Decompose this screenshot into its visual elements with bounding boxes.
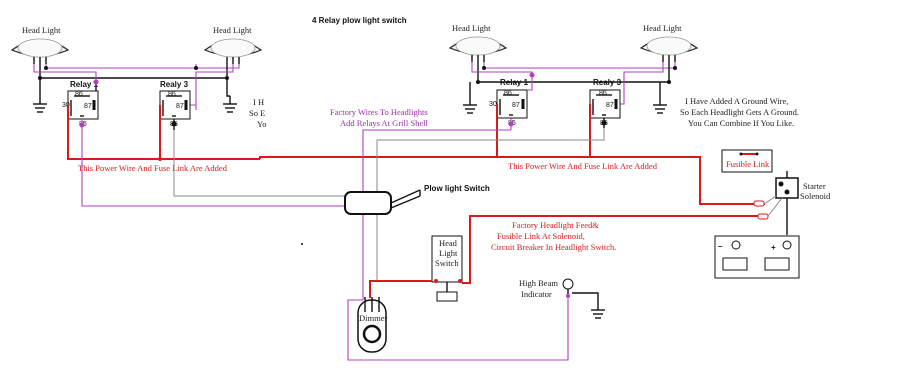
relay-wiring-left (79, 79, 197, 132)
head-switch-label-3: Switch (435, 258, 459, 268)
headlight-wiring-right (471, 62, 677, 105)
pin-87-right-3: 87 (606, 102, 614, 109)
relay-right-3 (589, 89, 621, 119)
high-beam-indicator (562, 278, 605, 319)
relay-left-1 (67, 90, 99, 120)
headlight-label-right-inner: Head Light (643, 23, 682, 33)
relay-wiring-right (508, 72, 607, 130)
note-power-right: This Power Wire And Fuse Link Are Added (508, 161, 658, 171)
note-feed-2: Fusible Link At Solenoid, (497, 231, 585, 241)
note-truncated-2: So E (249, 108, 265, 118)
head-switch-label-1: Head (439, 238, 458, 248)
relay-left-1-label: Relay 1 (70, 80, 99, 89)
diagram-title: 4 Relay plow light switch (312, 16, 407, 25)
solenoid-label-1: Starter (803, 181, 826, 191)
dimmer-label: Dimmer (359, 313, 387, 323)
relay-left-3-label: Realy 3 (160, 80, 189, 89)
plow-light-switch (344, 189, 421, 215)
headlight-pins-left (33, 57, 240, 64)
battery-minus: – (718, 242, 723, 251)
note-feed-1: Factory Headlight Feed& (512, 220, 599, 230)
head-switch-label-2: Light (439, 248, 458, 258)
high-beam-label-2: Indicator (521, 289, 552, 299)
pin-86-right-1: 86 (504, 90, 512, 97)
pin-86-left-3: 86 (168, 91, 176, 98)
factory-wires (81, 128, 605, 300)
battery (714, 235, 800, 279)
note-truncated-3: Yo (257, 119, 267, 129)
starter-solenoid (775, 171, 799, 235)
headlight-wiring-left (33, 64, 240, 106)
pin-87-right-1: 87 (512, 102, 520, 109)
headlight-left-inner (203, 38, 263, 58)
note-ground-1: I Have Added A Ground Wire, (685, 96, 788, 106)
note-feed-3: Circuit Breaker In Headlight Switch. (491, 242, 616, 252)
headlight-switch (431, 235, 463, 302)
relay-right-3-label: Realy 3 (593, 78, 622, 87)
note-ground-3: You Can Combine If You Like. (688, 118, 794, 128)
fuse-link-connectors (462, 195, 783, 284)
pin-86-right-3: 86 (599, 90, 607, 97)
note-factory-1: Factory Wires To Headlights (330, 107, 428, 117)
note-truncated-1: I H (253, 97, 264, 107)
headlight-label-left-outer: Head Light (22, 25, 61, 35)
pin-30-left-1: 30 (62, 102, 70, 109)
solenoid-label-2: Solenoid (800, 191, 831, 201)
pin-30-right-1: 30 (489, 101, 497, 108)
ground-symbol-right-2 (653, 82, 667, 114)
relay-left-3 (159, 90, 191, 120)
high-beam-label-1: High Beam (519, 278, 558, 288)
ground-symbol-right-1 (463, 82, 477, 114)
headlight-label-right-outer: Head Light (452, 23, 491, 33)
fusible-link (721, 149, 773, 173)
pin-87-left-3: 87 (176, 103, 184, 110)
headlight-left-outer (10, 38, 70, 58)
relay-right-1-label: Relay 1 (500, 78, 529, 87)
note-factory-2: Add Relays At Grill Shell (340, 118, 428, 128)
battery-plus: + (771, 243, 776, 252)
high-beam-loop (347, 296, 569, 361)
headlight-right-inner (639, 36, 699, 56)
pin-87-left-1: 87 (84, 103, 92, 110)
ground-symbol-left-1 (33, 78, 47, 113)
pin-86-left-1: 86 (75, 91, 83, 98)
note-power-left: This Power Wire And Fuse Link Are Added (78, 163, 228, 173)
headlight-pins-right (471, 55, 676, 62)
ground-symbol-left-2 (223, 96, 237, 113)
relay-right-1 (496, 89, 528, 119)
note-ground-2: So Each Headlight Gets A Ground. (680, 107, 799, 117)
dimmer-switch (357, 297, 387, 353)
plow-switch-label: Plow light Switch (424, 184, 490, 193)
stray-dot (301, 243, 303, 245)
headlight-right-outer (448, 36, 508, 56)
headlight-label-left-inner: Head Light (213, 25, 252, 35)
feed-to-dimmer (369, 280, 432, 298)
fusible-link-label: Fusible Link (726, 159, 770, 169)
